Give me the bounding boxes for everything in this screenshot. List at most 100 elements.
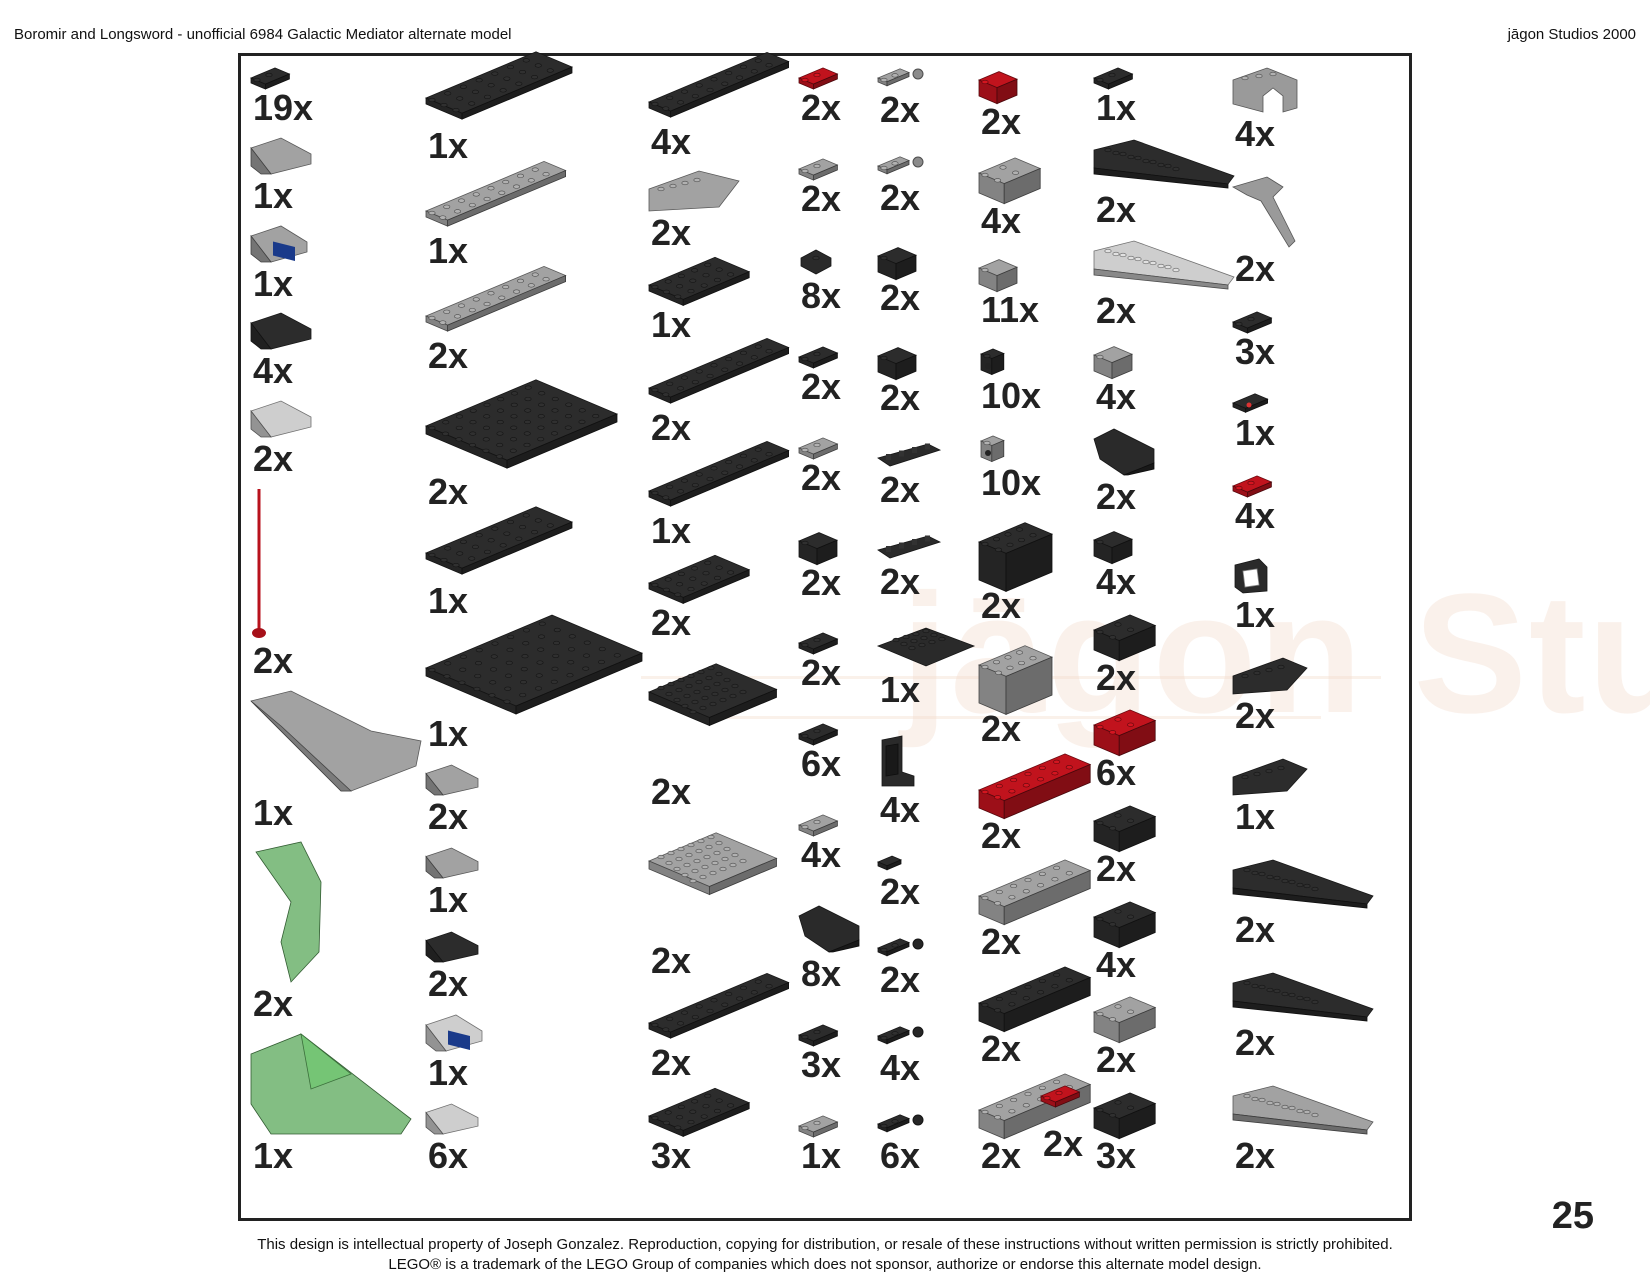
document-title: Boromir and Longsword - unofficial 6984 … xyxy=(14,26,512,43)
part-entry: 2x xyxy=(797,158,843,219)
part-entry: 2x xyxy=(876,156,924,218)
windscreen-brick-icon xyxy=(255,841,322,984)
part-entry: 2x xyxy=(424,266,576,376)
part-quantity: 4x xyxy=(1235,113,1276,154)
part-entry: 3x xyxy=(647,1087,751,1176)
part-entry: 2x xyxy=(647,338,799,448)
plate-s-brick-icon xyxy=(797,346,839,369)
part-quantity: 4x xyxy=(1096,561,1137,603)
slope-print-brick-icon xyxy=(250,225,308,262)
wing-brick-icon xyxy=(1093,139,1235,189)
part-quantity: 2x xyxy=(1235,695,1276,736)
support-brick-icon xyxy=(1231,176,1296,248)
part-quantity: 19x xyxy=(253,87,314,128)
part-quantity: 2x xyxy=(651,1042,692,1084)
wedge-s-brick-icon xyxy=(1232,758,1308,796)
part-entry: 2x xyxy=(1093,240,1235,331)
plate-corner-brick-icon xyxy=(647,832,778,895)
part-entry: 1x xyxy=(647,440,799,551)
part-entry: 2x xyxy=(425,764,479,837)
part-entry: 2x xyxy=(1039,1085,1091,1166)
part-quantity: 2x xyxy=(801,365,842,407)
part-entry: 2x xyxy=(647,652,778,812)
part-entry: 6x xyxy=(797,723,843,784)
slope-s-brick-icon xyxy=(425,1103,479,1135)
part-quantity: 2x xyxy=(651,211,692,253)
part-quantity: 4x xyxy=(1096,375,1137,417)
part-entry: 1x xyxy=(424,51,576,166)
part-entry: 2x xyxy=(877,443,942,510)
part-entry: 2x xyxy=(1093,139,1235,230)
part-quantity: 2x xyxy=(880,377,921,418)
studio-name: jāgon Studios 2000 xyxy=(1507,26,1636,43)
part-entry: 3x xyxy=(797,1024,843,1085)
part-quantity: 11x xyxy=(981,288,1040,330)
part-quantity: 2x xyxy=(981,707,1022,749)
brick-s-brick-icon xyxy=(1092,346,1134,380)
part-entry: 1x xyxy=(647,257,751,345)
technic-brick-icon xyxy=(979,435,1005,463)
part-quantity: 2x xyxy=(651,602,692,644)
plate-s-brick-icon xyxy=(797,158,839,181)
part-entry: 2x xyxy=(1232,657,1308,736)
plate-xl-brick-icon xyxy=(424,614,644,715)
slope-brick-icon xyxy=(250,312,312,350)
part-entry: 6x xyxy=(876,1114,924,1176)
plate-long-brick-icon xyxy=(647,973,790,1040)
plate-m-brick-icon xyxy=(647,1087,751,1138)
part-quantity: 2x xyxy=(1235,1135,1276,1176)
part-quantity: 2x xyxy=(1235,909,1276,950)
arch-brick-icon xyxy=(1232,67,1298,113)
part-quantity: 2x xyxy=(981,814,1022,856)
part-entry: 1x xyxy=(425,1014,483,1093)
brick-s-brick-icon xyxy=(977,71,1019,105)
part-quantity: 2x xyxy=(880,959,921,1000)
part-quantity: 1x xyxy=(253,791,294,833)
part-quantity: 2x xyxy=(253,639,294,681)
part-entry: 10x xyxy=(979,344,1041,416)
part-quantity: 1x xyxy=(1235,412,1276,453)
brick-s-brick-icon xyxy=(797,531,839,565)
brick-m-brick-icon xyxy=(1092,1092,1157,1140)
part-entry: 8x xyxy=(799,249,841,316)
rail-brick-icon xyxy=(877,535,942,559)
part-entry: 4x xyxy=(1092,901,1157,985)
copyright-notice: This design is intellectual property of … xyxy=(257,1236,1393,1253)
part-quantity: 6x xyxy=(1096,752,1137,794)
part-quantity: 2x xyxy=(801,456,842,498)
part-entry: 6x xyxy=(1092,709,1157,794)
part-entry: 2x xyxy=(251,841,323,1024)
part-entry: 2x xyxy=(1092,614,1157,698)
plate-s-brick-icon xyxy=(797,632,839,656)
brick-long-brick-icon xyxy=(977,966,1092,1033)
hinge-brick-icon xyxy=(876,938,924,957)
part-quantity: 10x xyxy=(981,462,1042,504)
plate-s-brick-icon xyxy=(1231,475,1273,498)
part-entry: 6x xyxy=(425,1103,479,1176)
plate-s-brick-icon xyxy=(797,1115,839,1138)
part-quantity: 2x xyxy=(253,438,294,479)
part-entry: 2x xyxy=(977,641,1054,749)
hinge-brick-icon xyxy=(876,1026,924,1045)
plate-s-brick-icon xyxy=(249,67,291,90)
part-quantity: 2x xyxy=(428,470,469,512)
tile-s-brick-icon xyxy=(876,855,903,871)
plate-long-brick-icon xyxy=(647,440,790,507)
trademark-notice: LEGO® is a trademark of the LEGO Group o… xyxy=(388,1256,1262,1273)
part-quantity: 2x xyxy=(981,1028,1022,1070)
part-quantity: 2x xyxy=(880,177,921,218)
plate-l-brick-icon xyxy=(424,51,574,120)
brick-s-brick-icon xyxy=(977,258,1019,292)
part-entry: 4x xyxy=(1092,528,1136,602)
part-quantity: 2x xyxy=(1096,848,1137,890)
part-entry: 1x xyxy=(797,1115,843,1176)
part-quantity: 2x xyxy=(428,962,469,1004)
antenna-brick-icon xyxy=(252,488,266,638)
plate-corner-brick-icon xyxy=(647,663,778,727)
plate-long-brick-icon xyxy=(647,52,790,118)
plate-s-brick-icon xyxy=(797,814,839,837)
part-quantity: 2x xyxy=(1096,1039,1137,1081)
part-entry: 4x xyxy=(878,735,920,830)
part-entry: 1x xyxy=(250,1033,412,1176)
part-quantity: 4x xyxy=(801,834,842,876)
